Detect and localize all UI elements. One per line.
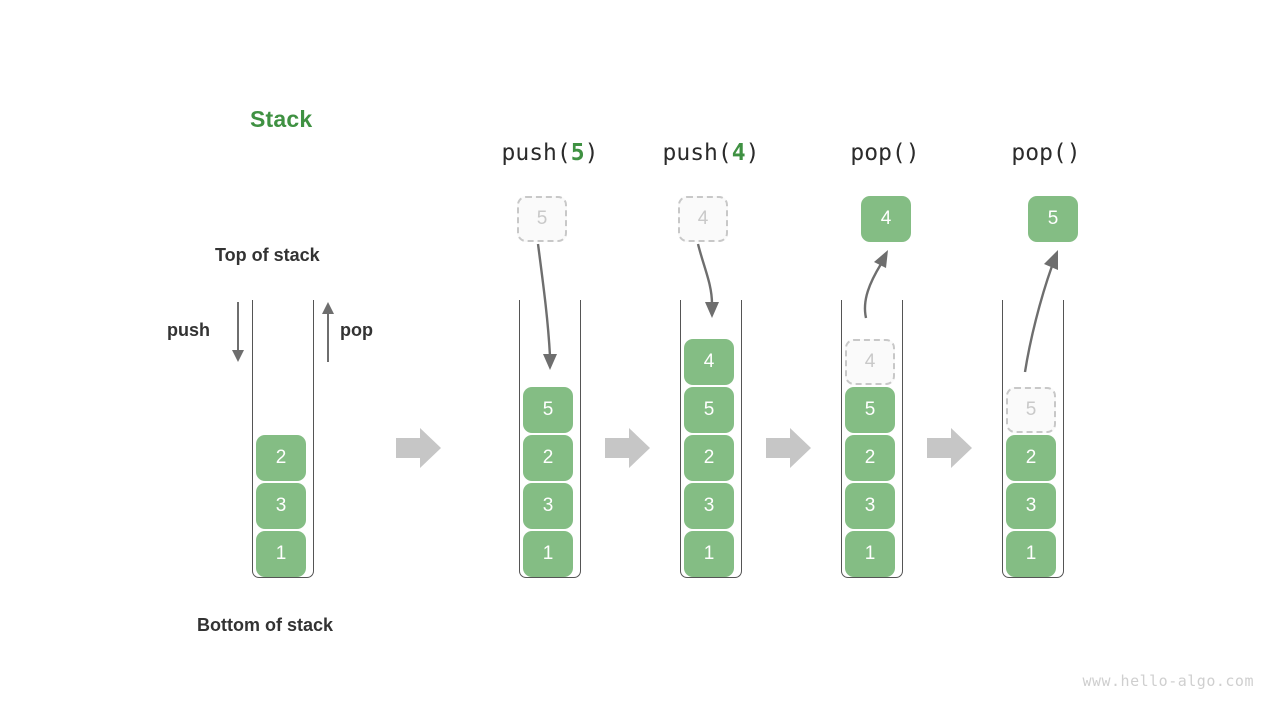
stack-cell-removed: 4 — [845, 339, 895, 385]
op-prefix: push( — [501, 140, 571, 166]
stack-stage-pop-4: 1 3 2 5 4 — [841, 300, 903, 578]
op-header-pop-2: pop() — [956, 140, 1136, 166]
stack-stage-push-4: 1 3 2 5 4 — [680, 300, 742, 578]
stack-cell: 1 — [1006, 531, 1056, 577]
incoming-value-box: 5 — [517, 196, 567, 242]
op-suffix: ) — [1066, 140, 1081, 166]
push-label: push — [167, 320, 210, 340]
stack-container — [841, 300, 903, 578]
op-header-push-5: push(5) — [460, 140, 640, 166]
stage-separator-arrow-icon — [396, 428, 441, 468]
pop-label: pop — [340, 320, 373, 340]
stack-container — [252, 300, 314, 578]
stack-cells: 1 3 2 5 4 — [684, 300, 738, 578]
stack-cells: 1 3 2 5 — [523, 300, 577, 578]
stage-separator-arrow-icon — [605, 428, 650, 468]
op-argument: 5 — [570, 140, 585, 166]
stack-cell: 2 — [845, 435, 895, 481]
stack-cell: 5 — [684, 387, 734, 433]
stack-cell: 3 — [684, 483, 734, 529]
op-prefix: pop( — [850, 140, 906, 166]
stack-stage-push-5: 1 3 2 5 — [519, 300, 581, 578]
op-argument: 4 — [731, 140, 746, 166]
stage-separator-arrow-icon — [766, 428, 811, 468]
op-suffix: ) — [584, 140, 599, 166]
stack-cells: 1 3 2 — [256, 300, 310, 578]
watermark: www.hello-algo.com — [1082, 672, 1254, 690]
stack-container — [680, 300, 742, 578]
stack-cell: 1 — [684, 531, 734, 577]
stack-cell: 1 — [523, 531, 573, 577]
stack-cell-removed: 5 — [1006, 387, 1056, 433]
op-prefix: push( — [662, 140, 732, 166]
popped-value-box: 5 — [1028, 196, 1078, 242]
stack-stage-pop-5: 1 3 2 5 — [1002, 300, 1064, 578]
op-prefix: pop( — [1011, 140, 1067, 166]
top-of-stack-label: Top of stack — [215, 245, 320, 265]
stack-container — [1002, 300, 1064, 578]
op-header-push-4: push(4) — [621, 140, 801, 166]
stack-cell: 2 — [1006, 435, 1056, 481]
op-suffix: ) — [905, 140, 920, 166]
op-suffix: ) — [745, 140, 760, 166]
stack-cells: 1 3 2 5 4 — [845, 300, 899, 578]
op-header-pop-1: pop() — [795, 140, 975, 166]
stack-cell: 2 — [256, 435, 306, 481]
stack-cell: 3 — [845, 483, 895, 529]
stack-cell: 3 — [1006, 483, 1056, 529]
stack-cell: 3 — [523, 483, 573, 529]
stack-cell: 2 — [684, 435, 734, 481]
stack-cell: 2 — [523, 435, 573, 481]
stack-cell: 1 — [256, 531, 306, 577]
stack-cells: 1 3 2 5 — [1006, 300, 1060, 578]
bottom-of-stack-label: Bottom of stack — [197, 615, 334, 635]
popped-value-box: 4 — [861, 196, 911, 242]
push-arrow-icon — [232, 302, 244, 362]
stack-cell: 1 — [845, 531, 895, 577]
incoming-value-box: 4 — [678, 196, 728, 242]
page-title: Stack — [250, 106, 313, 132]
stack-cell: 5 — [523, 387, 573, 433]
stack-cell: 3 — [256, 483, 306, 529]
stack-container — [519, 300, 581, 578]
stack-cell: 4 — [684, 339, 734, 385]
stage-separator-arrow-icon — [927, 428, 972, 468]
pop-arrow-icon — [322, 302, 334, 362]
stack-cell: 5 — [845, 387, 895, 433]
stack-stage-initial: 1 3 2 — [252, 300, 314, 578]
